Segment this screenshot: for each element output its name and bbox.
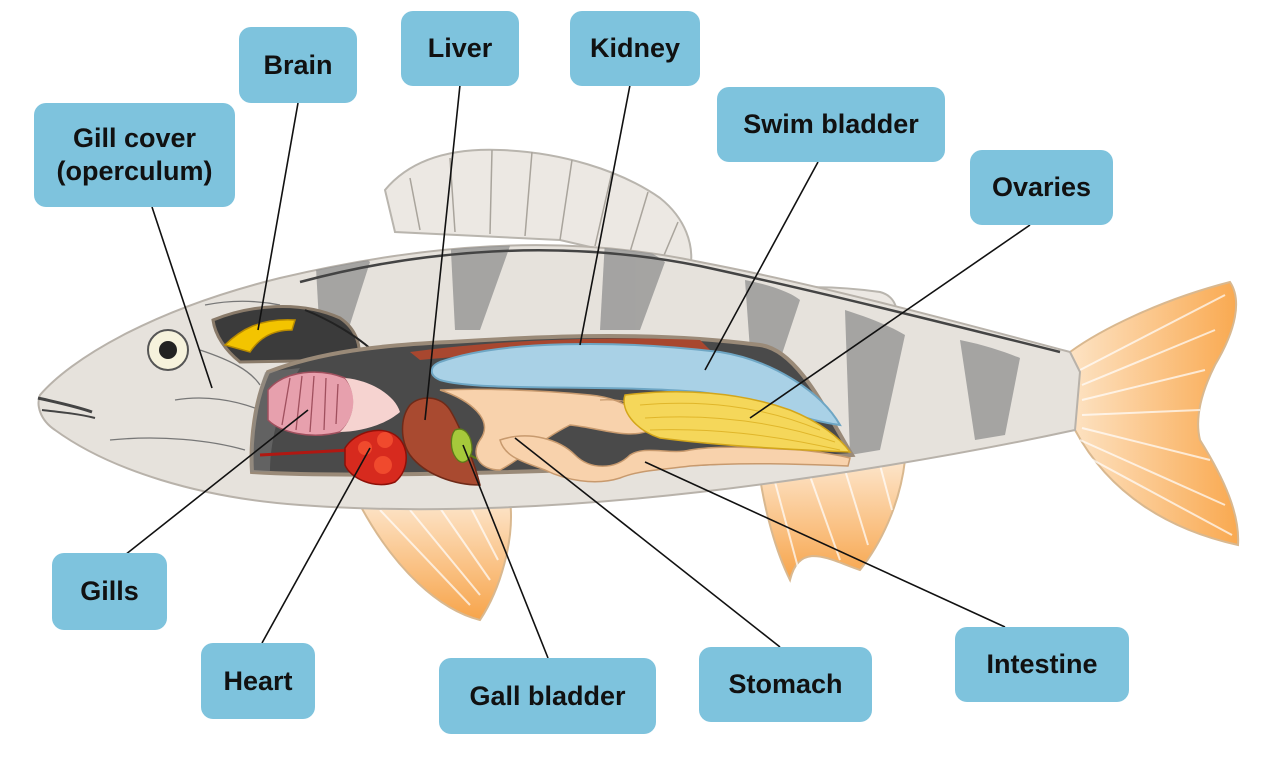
- ovary-texture: [639, 402, 841, 451]
- tail-fin-rays: [1077, 294, 1233, 536]
- anal-fin-rays: [774, 464, 893, 576]
- label-gill-cover: Gill cover (operculum): [34, 103, 235, 207]
- pointer-kidney: [579, 84, 631, 346]
- pointer-intestine: [644, 461, 1006, 628]
- liver-shape: [401, 397, 481, 486]
- pointer-swim-bladder: [704, 161, 819, 371]
- label-kidney: Kidney: [570, 11, 700, 86]
- tail-fin: [1068, 280, 1240, 547]
- pointer-gall-bladder: [462, 444, 549, 659]
- pointer-heart: [261, 447, 371, 644]
- label-ovaries: Ovaries: [970, 150, 1113, 225]
- label-stomach: Stomach: [699, 647, 872, 722]
- pointer-lines: [124, 84, 1031, 659]
- pelvic-fin-rays: [379, 505, 499, 606]
- pointer-stomach: [514, 437, 781, 648]
- label-brain: Brain: [239, 27, 357, 103]
- intestine-shape: [499, 435, 851, 483]
- pointer-brain: [257, 102, 299, 331]
- dorsal-fin: [383, 148, 693, 272]
- label-swim-bladder: Swim bladder: [717, 87, 945, 162]
- pointer-gill-cover: [151, 206, 213, 389]
- pointer-gills: [124, 409, 309, 556]
- stomach-shape: [439, 388, 652, 471]
- label-gills: Gills: [52, 553, 167, 630]
- gill-filaments: [281, 375, 339, 433]
- body-stripes: [315, 245, 1020, 455]
- brain-shape: [223, 319, 296, 353]
- head-lines: [109, 300, 281, 451]
- pointer-ovaries: [749, 224, 1031, 419]
- label-heart: Heart: [201, 643, 315, 719]
- ovaries-shape: [623, 391, 852, 453]
- mouth: [37, 396, 93, 414]
- label-intestine: Intestine: [955, 627, 1129, 702]
- label-liver: Liver: [401, 11, 519, 86]
- label-gall-bladder: Gall bladder: [439, 658, 656, 734]
- pointer-liver: [424, 84, 461, 421]
- pelvic-fin: [358, 498, 512, 622]
